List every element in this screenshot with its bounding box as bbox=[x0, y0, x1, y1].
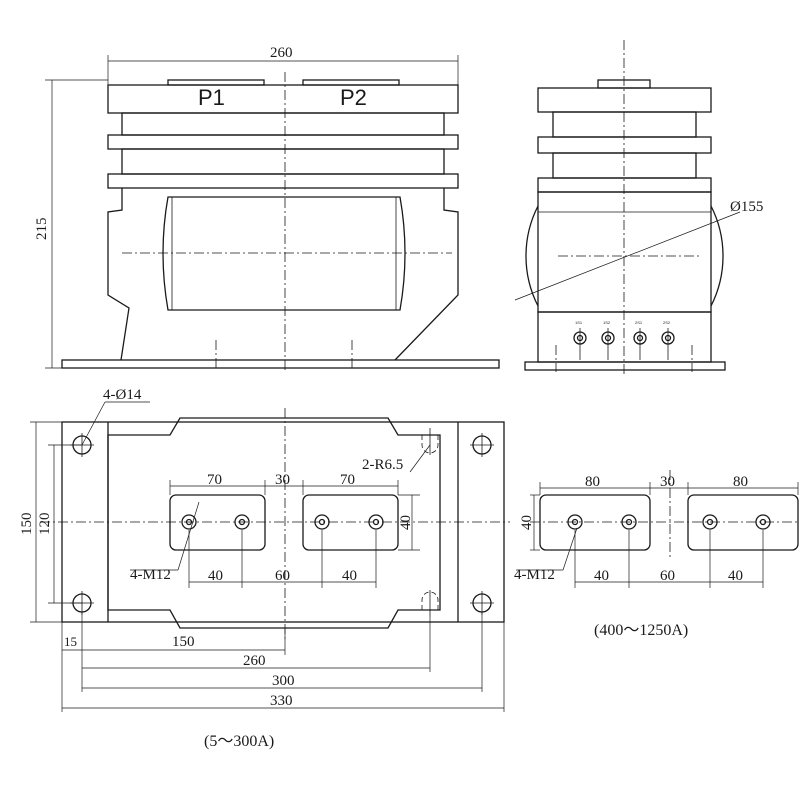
alt-dim-hole-gap: 60 bbox=[660, 568, 675, 584]
side-band-2 bbox=[552, 152, 697, 179]
svg-text:1S2: 1S2 bbox=[603, 320, 611, 325]
terminal-label-p1: P1 bbox=[198, 85, 225, 110]
body-right-outline bbox=[394, 188, 459, 361]
dim-edge: 15 bbox=[64, 634, 77, 649]
slot-top bbox=[421, 428, 439, 455]
side-ring-1 bbox=[537, 136, 712, 154]
secondary-terminal-4: 2S2 bbox=[661, 320, 675, 360]
secondary-terminal-2: 1S2 bbox=[601, 320, 615, 360]
dim-pad-gap: 30 bbox=[275, 472, 290, 488]
dim-hole-spacing-left: 40 bbox=[208, 568, 223, 584]
dim-slot: 2-R6.5 bbox=[362, 457, 403, 473]
secondary-terminal-3: 2S1 bbox=[633, 320, 647, 360]
slot-bottom bbox=[421, 590, 439, 617]
front-view: P1 P2 260 215 bbox=[34, 45, 500, 370]
caption-high-current: (400～1250A) bbox=[594, 622, 688, 639]
body-left-outline bbox=[107, 188, 130, 361]
side-base-plate bbox=[524, 361, 726, 371]
window-opening bbox=[162, 196, 406, 311]
svg-text:2S2: 2S2 bbox=[663, 320, 671, 325]
svg-text:1S1: 1S1 bbox=[575, 320, 583, 325]
top-cap bbox=[107, 84, 459, 114]
alt-pad-right bbox=[687, 494, 799, 551]
side-ring-2 bbox=[537, 177, 712, 193]
dim-pad-width-left: 70 bbox=[207, 472, 222, 488]
caption-low-current: (5～300A) bbox=[204, 733, 274, 750]
alt-pad-left bbox=[539, 494, 651, 551]
dim-300: 300 bbox=[272, 673, 295, 689]
ring-2 bbox=[107, 173, 459, 189]
alt-dim-pad-gap: 30 bbox=[660, 474, 675, 490]
dim-260: 260 bbox=[243, 653, 266, 669]
side-arc-right bbox=[710, 205, 724, 307]
base-plan-view: 70 30 70 40 40 60 40 4-Ø14 2-R6.5 4-M12 … bbox=[19, 387, 510, 750]
side-body bbox=[537, 191, 712, 313]
alt-dim-hole-spacing-right: 40 bbox=[728, 568, 743, 584]
dim-diameter: Ø155 bbox=[730, 199, 763, 215]
side-arc-left bbox=[525, 205, 539, 307]
secondary-terminal-1: 1S1 bbox=[573, 320, 587, 360]
dim-base-height: 150 bbox=[19, 513, 35, 536]
primary-pad-left bbox=[169, 494, 266, 551]
primary-pad-right bbox=[302, 494, 399, 551]
side-top-cap bbox=[537, 87, 712, 113]
dim-front-height: 215 bbox=[34, 218, 50, 241]
body-band-2 bbox=[121, 148, 445, 175]
dim-pad-height: 40 bbox=[398, 515, 414, 530]
dim-thread: 4-M12 bbox=[130, 567, 171, 583]
dim-half-width: 150 bbox=[172, 634, 195, 650]
alt-dim-pad-height: 40 bbox=[519, 515, 535, 530]
dim-hole-gap: 60 bbox=[275, 568, 290, 584]
secondary-box bbox=[537, 311, 712, 363]
base-inner-frame bbox=[107, 417, 441, 629]
svg-text:2S1: 2S1 bbox=[635, 320, 643, 325]
alt-pad-view: 80 30 80 40 40 60 40 4-M12 (400～1250A) bbox=[514, 470, 800, 639]
alt-dim-pad-width-right: 80 bbox=[733, 474, 748, 490]
dim-hole-vertical: 120 bbox=[37, 513, 53, 536]
dim-front-width: 260 bbox=[270, 45, 293, 61]
alt-dim-hole-spacing-left: 40 bbox=[594, 568, 609, 584]
dim-mount-hole: 4-Ø14 bbox=[103, 387, 142, 403]
side-view: 1S1 1S2 2S1 2S2 Ø155 bbox=[514, 40, 763, 375]
alt-dim-pad-width-left: 80 bbox=[585, 474, 600, 490]
terminal-label-p2: P2 bbox=[340, 85, 367, 110]
ring-1 bbox=[107, 134, 459, 150]
dim-pad-width-right: 70 bbox=[340, 472, 355, 488]
dim-330: 330 bbox=[270, 693, 293, 709]
mount-hole-tr bbox=[470, 433, 494, 457]
alt-dim-thread: 4-M12 bbox=[514, 567, 555, 583]
dim-hole-spacing-right: 40 bbox=[342, 568, 357, 584]
front-base-plate bbox=[61, 359, 500, 369]
mount-hole-br bbox=[470, 591, 494, 615]
body-band-1 bbox=[121, 112, 445, 136]
side-band-1 bbox=[552, 111, 697, 138]
